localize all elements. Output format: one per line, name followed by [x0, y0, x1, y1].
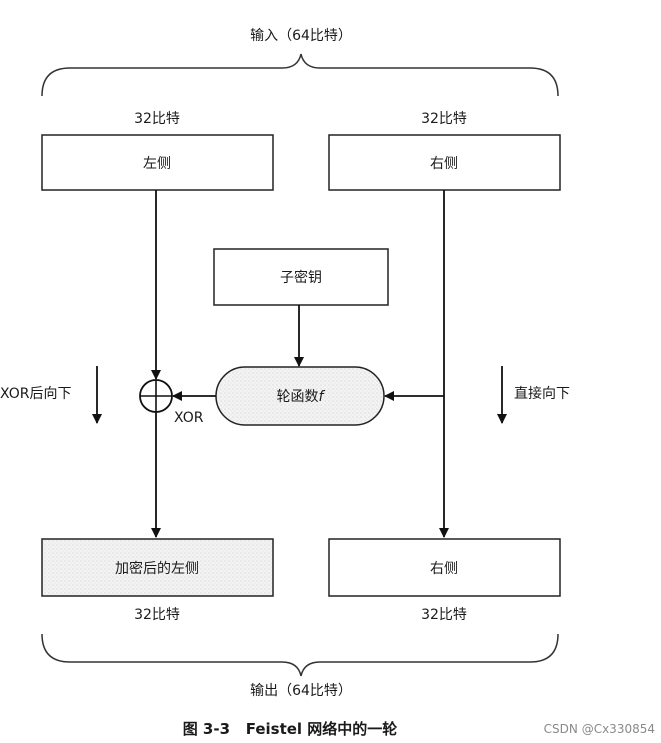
input-brace: [41, 53, 559, 97]
right-out-box: [328, 538, 561, 597]
right-side-note: 直接向下: [514, 385, 570, 402]
left-half-label: 左侧: [143, 156, 171, 172]
output-label: 输出（64比特）: [250, 683, 352, 699]
left-half-box: [41, 134, 274, 191]
subkey-label: 子密钥: [280, 269, 322, 286]
watermark: CSDN @Cx330854: [544, 722, 655, 736]
bits-label-left-top: 32比特: [134, 111, 180, 127]
bits-label-right-top: 32比特: [421, 111, 467, 127]
right-half-box: [328, 134, 561, 191]
xor-label: XOR: [174, 410, 204, 426]
encrypted-left-label: 加密后的左侧: [115, 560, 199, 577]
bits-label-left-bottom: 32比特: [134, 607, 180, 623]
subkey-box: [213, 248, 389, 306]
round-function-label: 轮函数f: [277, 389, 326, 405]
bits-label-right-bottom: 32比特: [421, 607, 467, 623]
left-side-note: XOR后向下: [0, 386, 71, 402]
output-brace: [41, 633, 559, 677]
encrypted-left-box: [41, 538, 274, 597]
input-label: 输入（64比特）: [250, 28, 352, 44]
right-out-label: 右侧: [430, 561, 458, 577]
right-half-label: 右侧: [430, 156, 458, 172]
figure-caption: 图 3-3 Feistel 网络中的一轮: [183, 720, 398, 738]
